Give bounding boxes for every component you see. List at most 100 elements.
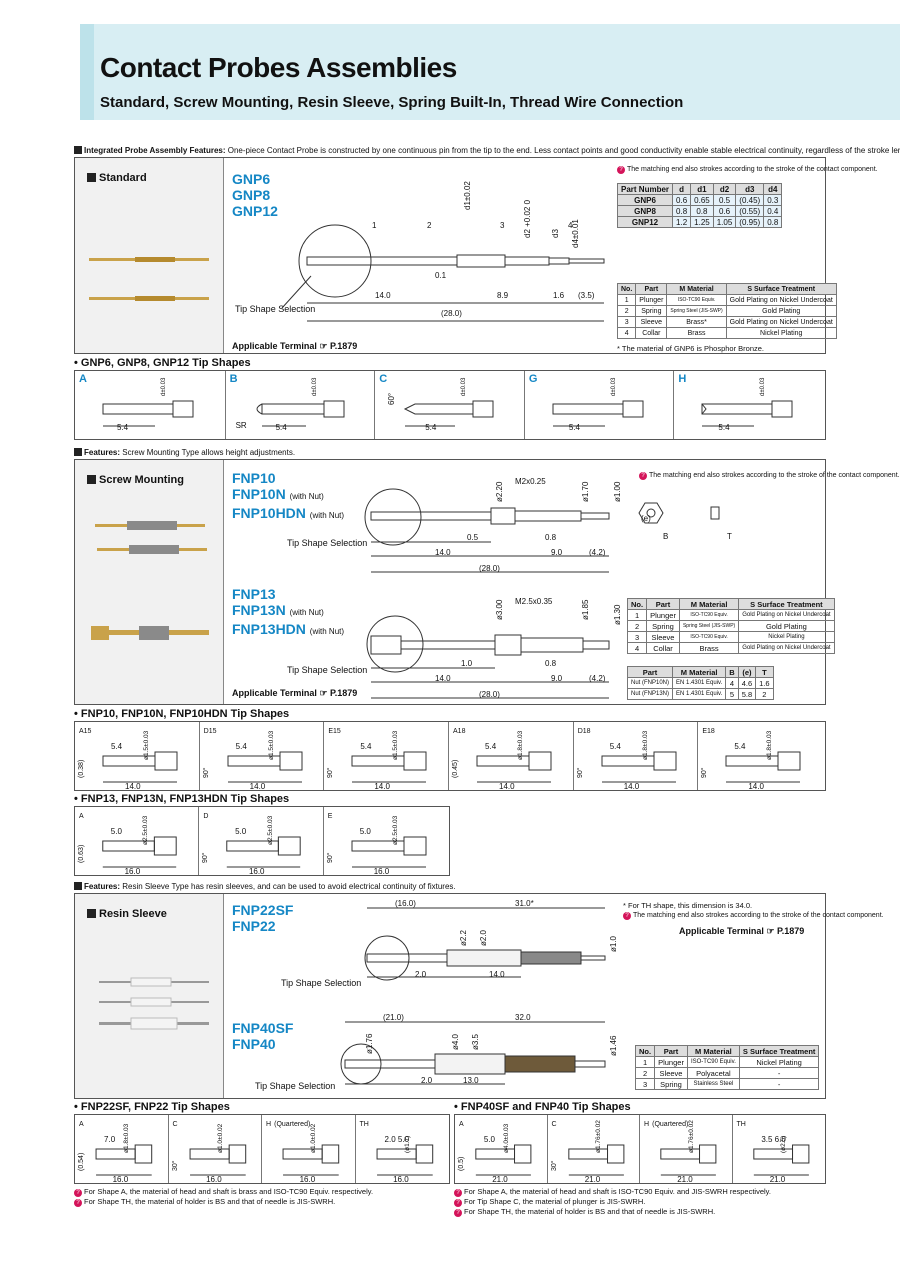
dim-d2: d2 +0.02 0 xyxy=(523,199,532,238)
dim-phi-1-0: ø1.0 xyxy=(609,935,618,952)
tip-dim-top: 7.0 xyxy=(104,1135,116,1144)
callout-4: 4 xyxy=(568,221,573,230)
screw-probe-photo xyxy=(91,521,209,640)
applicable-terminal-screw[interactable]: Applicable Terminal ☞ P.1879 xyxy=(232,688,358,698)
tip-dim-phi: (ø1.7) xyxy=(403,1135,411,1153)
tip-label: A xyxy=(79,813,84,820)
dim-0-8: 0.8 xyxy=(545,533,557,542)
tip-drawing xyxy=(476,751,552,783)
tip-drawing xyxy=(660,1144,717,1176)
section-title-standard: Standard xyxy=(87,172,147,184)
tip-dim-side: 90° xyxy=(327,767,335,778)
tip-label: C xyxy=(551,1121,557,1128)
dim-phi-1-70: ø1.70 xyxy=(581,481,590,502)
tip-dim-bottom: 21.0 xyxy=(492,1175,508,1184)
applicable-terminal-resin[interactable]: Applicable Terminal ☞ P.1879 xyxy=(679,926,805,936)
stroke-note-screw: ?The matching end also strokes according… xyxy=(639,472,900,480)
tip-dim-side: (0.38) xyxy=(78,759,85,778)
dim-0-8-b: 0.8 xyxy=(545,659,557,668)
screw-drawing xyxy=(364,488,720,699)
tip-dim-phi: ø1.76±0.02 xyxy=(595,1120,603,1153)
fnp40-foot-2: ?For Tip Shape C, the material of plunge… xyxy=(454,1197,645,1207)
tip-drawing xyxy=(102,836,177,868)
fnp22-foot-2: ?For Shape TH, the material of holder is… xyxy=(74,1197,335,1207)
dim-0-5: 0.5 xyxy=(467,533,479,542)
tip-dim-top: 5.4 xyxy=(609,742,621,751)
applicable-terminal-standard[interactable]: Applicable Terminal ☞ P.1879 xyxy=(232,341,358,351)
dim-phi-1-30: ø1.30 xyxy=(613,604,622,625)
dim-14-0: 14.0 xyxy=(375,291,391,300)
nut-dim-t: T xyxy=(727,532,732,541)
tip-dim-phi: (ø2.5) xyxy=(780,1135,788,1153)
probe-photo xyxy=(89,257,209,301)
tip-shape-selection-label: Tip Shape Selection xyxy=(281,978,362,988)
tip-dim-phi: ø4.0±0.03 xyxy=(502,1123,510,1153)
tip-drawing xyxy=(725,751,801,783)
dim-phi-1-85: ø1.85 xyxy=(581,599,590,620)
tip-dim-top: 5.4 xyxy=(485,742,497,751)
tip-dim-phi: ø1.5±0.03 xyxy=(267,730,275,760)
dim-phi-1-00: ø1.00 xyxy=(613,481,622,502)
tip-label: E18 xyxy=(702,728,715,735)
tip-dim-bottom: 14.0 xyxy=(374,782,390,791)
dim-phi-3-5: ø3.5 xyxy=(471,1033,480,1050)
tip-label: E15 xyxy=(328,728,341,735)
dim-14-0-b: 14.0 xyxy=(435,674,451,683)
dim-phi-1-46: ø1.46 xyxy=(609,1035,618,1056)
tip-shapes-title-fnp22: • FNP22SF, FNP22 Tip Shapes xyxy=(74,1101,230,1113)
tip-drawing xyxy=(351,836,427,868)
tip-shape-selection-label: Tip Shape Selection xyxy=(235,304,316,314)
tip-drawing xyxy=(567,1144,624,1176)
dim-3-5: (3.5) xyxy=(578,291,595,300)
dim-phi-2-20: ø2.20 xyxy=(495,481,504,502)
dim-32-0: 32.0 xyxy=(515,1013,531,1022)
tip-drawing xyxy=(102,751,178,783)
tip-dim-phi: ø1.8±0.03 xyxy=(766,730,774,760)
tip-dim-side: 90° xyxy=(202,767,210,778)
tip-dim-top: 5.0 xyxy=(359,827,371,836)
nut-dim-e: (e) xyxy=(641,514,651,523)
dim-2-0-b: 2.0 xyxy=(421,1076,433,1085)
dim-phi-1-76: ø1.76 xyxy=(365,1033,374,1054)
tip-dim-bottom: 14.0 xyxy=(249,782,266,791)
tip-shapes-title-fnp10: • FNP10, FNP10N, FNP10HDN Tip Shapes xyxy=(74,708,290,720)
tip-label: TH xyxy=(359,1121,369,1128)
tip-dim-top: 5.4 xyxy=(235,742,247,751)
tip-dim-phi: ø1.8±0.03 xyxy=(517,730,525,760)
resin-probe-photo xyxy=(99,977,209,1030)
dim-9-0-b: 9.0 xyxy=(551,674,563,683)
section-title-screw: Screw Mounting xyxy=(87,474,184,486)
tip-label: D18 xyxy=(577,728,591,735)
tip-dim-bottom: 16.0 xyxy=(393,1175,409,1184)
tip-dim-bottom: 16.0 xyxy=(124,867,141,876)
tip-dim-bottom: 16.0 xyxy=(248,867,265,876)
tip-label: D15 xyxy=(203,728,217,735)
dim-phi-3-00: ø3.00 xyxy=(495,599,504,620)
tip-drawing xyxy=(282,1144,340,1176)
tip-label: C xyxy=(172,1121,178,1128)
resin-photo-area: Resin Sleeve xyxy=(75,894,224,1098)
dim-14-0-a: 14.0 xyxy=(435,548,451,557)
